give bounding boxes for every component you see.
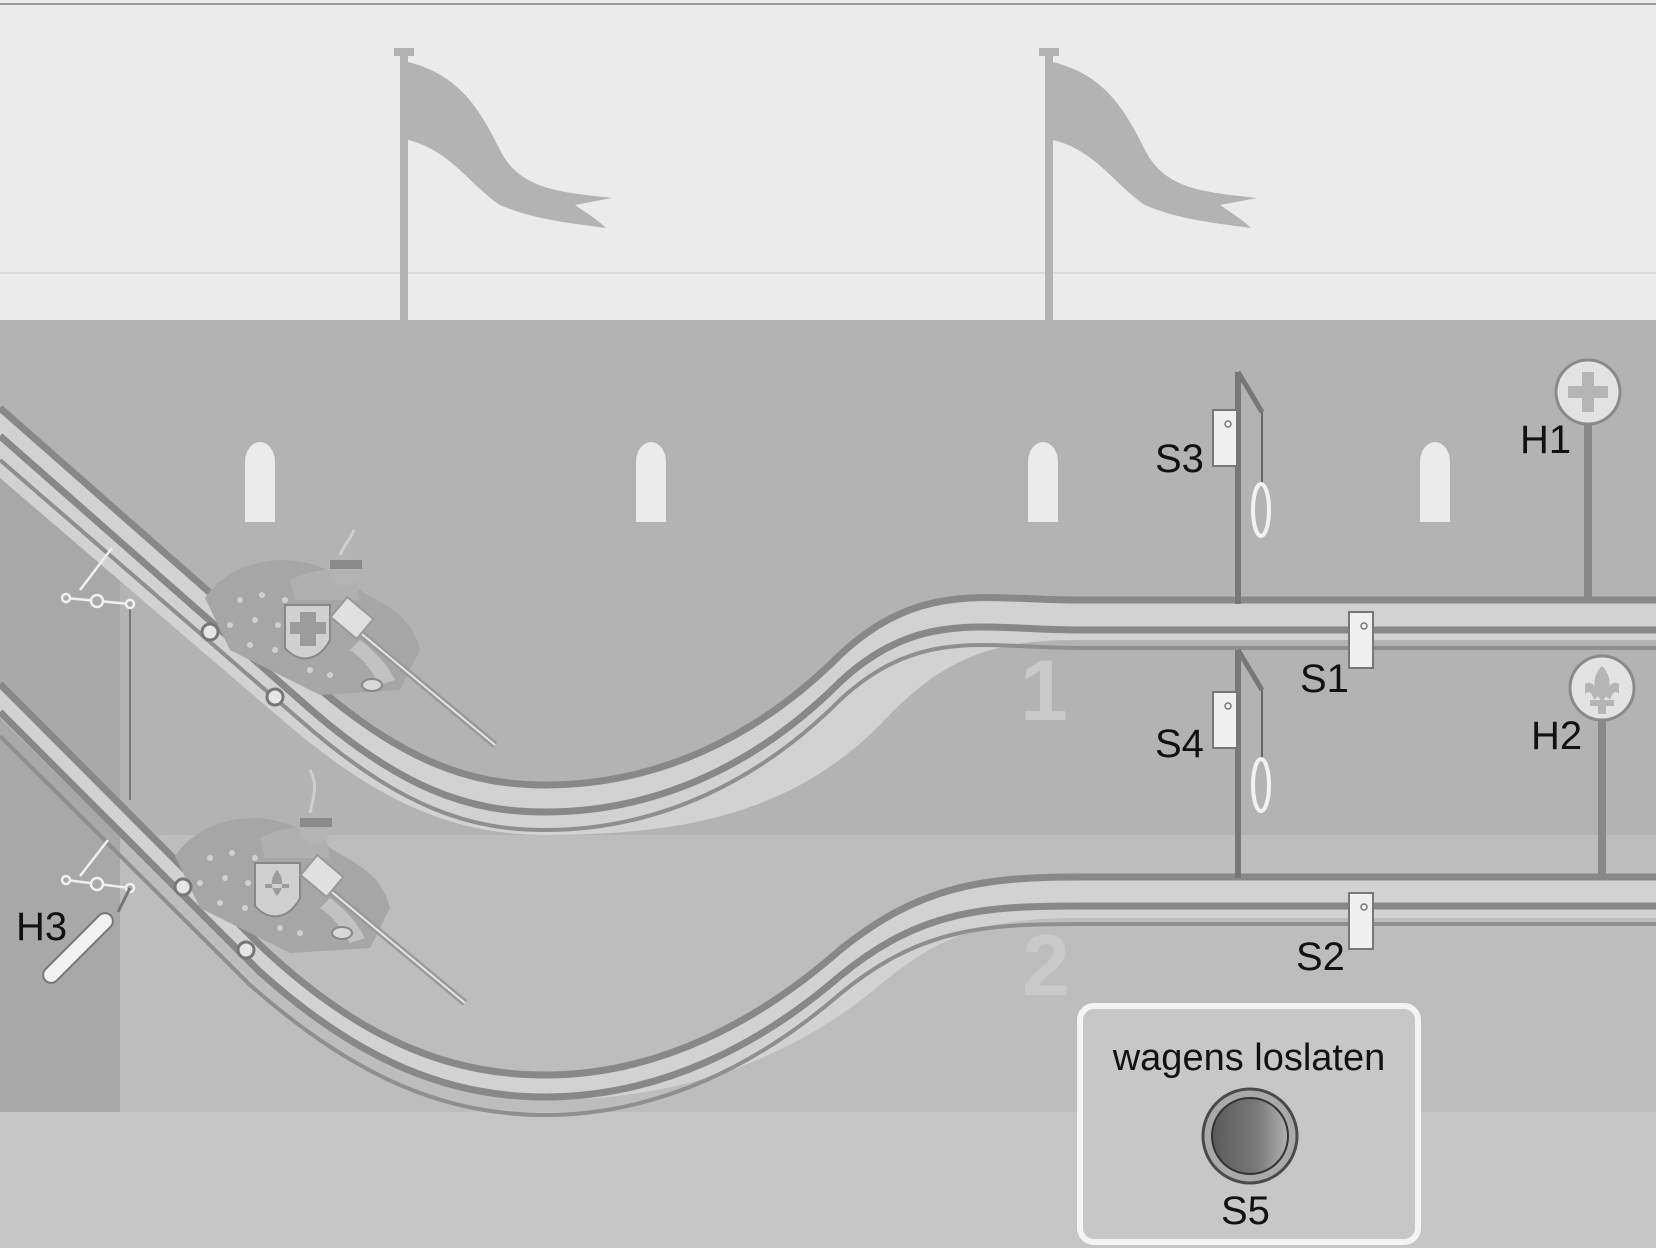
merlon [107,320,189,362]
merlon [0,320,82,362]
track-lane-2 [0,681,1656,1118]
merlon [321,320,403,362]
merlon [1498,320,1580,362]
knight-cart-lane-1 [200,529,498,748]
merlon [1177,320,1259,362]
cross-icon [1568,372,1608,412]
label-s1: S1 [1300,657,1349,701]
label-s4: S4 [1155,722,1204,766]
merlon [428,320,510,362]
merlon [856,320,938,362]
sensor-s4 [1212,691,1238,749]
lever-icon [42,887,132,984]
linkage-upper [60,547,136,800]
merlon [749,320,831,362]
fleur-de-lis-icon [1585,666,1619,714]
flag-right [1039,48,1257,322]
sensor-s1 [1348,611,1374,669]
lane-number-1: 1 [1020,643,1068,739]
label-s5: S5 [1221,1189,1270,1233]
release-button[interactable] [1201,1087,1299,1185]
flag-left [394,48,612,322]
merlon [535,320,617,362]
lane-number-2: 2 [1022,918,1070,1014]
ring-post-lower [1235,648,1271,878]
label-s2: S2 [1296,935,1345,979]
label-h1: H1 [1520,418,1571,462]
lamp-h1 [1554,358,1622,602]
label-h3: H3 [16,905,67,949]
lamp-h2 [1568,654,1636,878]
knight-cart-lane-2 [173,769,468,1006]
merlon [963,320,1045,362]
merlon [1605,320,1656,362]
merlon [1391,320,1473,362]
label-h2: H2 [1531,714,1582,758]
ring [1251,482,1271,538]
ring-post-upper [1235,370,1271,604]
castle-windows [245,442,1450,522]
merlon [1284,320,1366,362]
sky [0,0,1656,330]
merlon [1070,320,1152,362]
sensor-s2 [1348,892,1374,950]
merlon [214,320,296,362]
merlon [642,320,724,362]
release-panel-caption: wagens loslaten [1112,1037,1386,1079]
sensor-s3 [1212,409,1238,467]
label-s3: S3 [1155,437,1204,481]
ring [1251,757,1271,813]
track-lane-1 [0,405,1656,835]
